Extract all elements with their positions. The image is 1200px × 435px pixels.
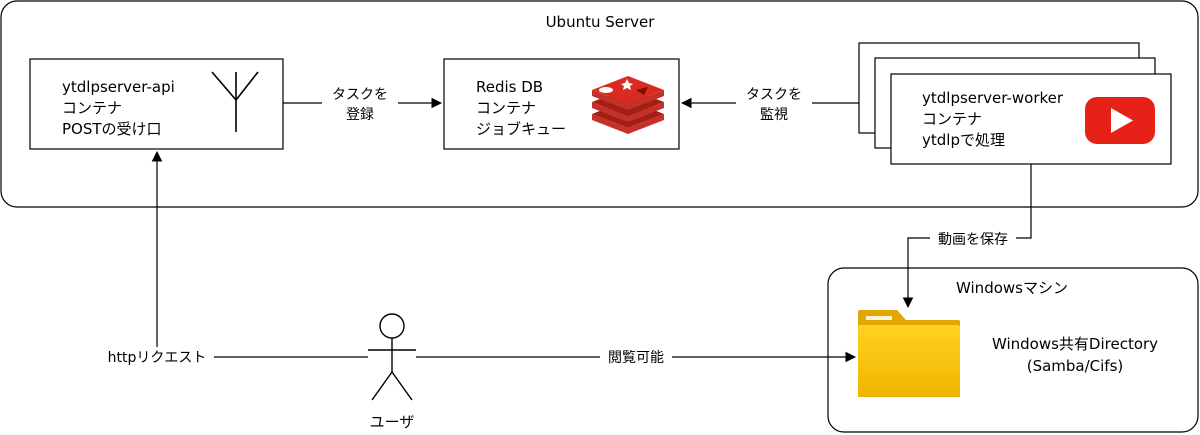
user-label: ユーザ — [370, 413, 415, 431]
antenna-icon — [211, 71, 259, 132]
edge-http-label: httpリクエスト — [108, 350, 207, 366]
worker-container-stack: ytdlpserver-worker コンテナ ytdlpで処理 — [858, 42, 1172, 165]
edge-save-label: 動画を保存 — [938, 232, 1008, 248]
api-container-box: ytdlpserver-api コンテナ POSTの受け口 — [29, 58, 284, 150]
worker-label-line2: コンテナ — [922, 110, 982, 128]
youtube-icon — [1085, 97, 1155, 144]
windows-machine-title: Windowsマシン — [956, 279, 1068, 297]
edge-browse: 閲覧可能 — [416, 347, 857, 367]
redis-label-line2: コンテナ — [476, 99, 536, 117]
redis-label-line3: ジョブキュー — [476, 120, 566, 138]
shared-dir-label-line2: (Samba/Cifs) — [1027, 357, 1124, 375]
edge-monitor-task: タスクを 監視 — [680, 82, 859, 126]
edge-monitor-label-line1: タスクを — [746, 87, 802, 103]
edge-register-task: タスクを 登録 — [283, 82, 443, 126]
ubuntu-server-title: Ubuntu Server — [546, 13, 656, 31]
edge-http-request: httpリクエスト — [100, 150, 368, 367]
edge-monitor-label-line2: 監視 — [760, 106, 788, 123]
edge-register-label-line1: タスクを — [332, 87, 388, 103]
shared-dir-label-line1: Windows共有Directory — [992, 335, 1158, 353]
edge-browse-label: 閲覧可能 — [608, 349, 664, 366]
worker-label-line3: ytdlpで処理 — [922, 131, 1005, 149]
redis-icon — [592, 76, 664, 134]
redis-label-line1: Redis DB — [476, 78, 543, 96]
edge-save-video: 動画を保存 — [902, 164, 1032, 309]
stick-figure-icon — [368, 313, 416, 401]
api-label-line3: POSTの受け口 — [62, 120, 162, 138]
folder-icon — [858, 310, 960, 397]
windows-machine-container: Windowsマシン Windows共有Directory (Samba/Cif… — [827, 267, 1199, 433]
worker-label-line1: ytdlpserver-worker — [922, 89, 1064, 107]
api-label-line2: コンテナ — [62, 99, 122, 117]
api-label-line1: ytdlpserver-api — [62, 78, 175, 96]
redis-container-box: Redis DB コンテナ ジョブキュー — [443, 58, 680, 150]
edge-register-label-line2: 登録 — [346, 107, 374, 123]
